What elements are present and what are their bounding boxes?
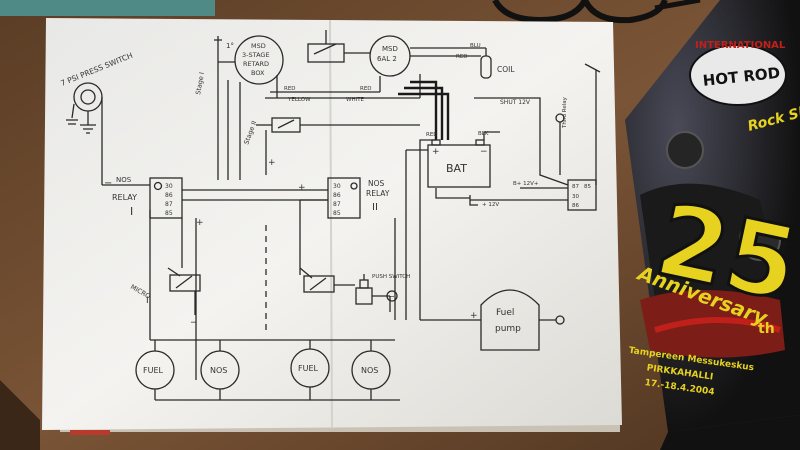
svg-text:FUEL: FUEL [143, 366, 164, 375]
svg-text:87: 87 [165, 201, 173, 208]
minus-sign-switch: − [104, 178, 112, 189]
ignition-coil: COIL [480, 48, 515, 79]
wire-nos-label: NOS [116, 176, 132, 184]
svg-text:86: 86 [572, 203, 579, 209]
table-shadow [0, 380, 40, 450]
relay-1: 30 86 87 85 [149, 177, 183, 219]
svg-text:30: 30 [572, 194, 579, 200]
battery: BAT + − [427, 139, 491, 188]
wire-blu-top: BLU [470, 43, 481, 49]
svg-text:Fuel: Fuel [496, 308, 514, 318]
svg-text:3-STAGE: 3-STAGE [242, 51, 270, 59]
fuel-pump: Fuel pump [480, 289, 540, 351]
stage-1-degree: 1° [226, 42, 234, 50]
red-book-edge [70, 430, 110, 435]
poster-number: 25 [647, 181, 800, 324]
svg-text:87: 87 [333, 201, 341, 208]
svg-text:85: 85 [165, 210, 173, 217]
svg-text:MSD: MSD [382, 45, 398, 53]
wire-white-label: WHITE [346, 97, 365, 103]
svg-text:COIL: COIL [497, 65, 515, 74]
relay-2: 30 86 87 85 [327, 177, 361, 219]
svg-text:86: 86 [333, 192, 341, 199]
svg-text:−: − [480, 147, 488, 157]
plus-mid-2: + [298, 183, 306, 193]
svg-text:−: − [388, 292, 395, 301]
svg-text:+: + [432, 147, 440, 157]
rock-show-poster: INTERNATIONAL HOT ROD Rock Show 25 Anniv… [625, 0, 800, 450]
third-relay-label: Third Relay [562, 96, 568, 129]
wire-yellow-label: YELLOW [287, 97, 311, 103]
plus-mid-3: + [196, 218, 204, 228]
teal-cloth [0, 0, 215, 16]
relay-2-label-nos: NOS [368, 179, 385, 188]
wire-red-top: RED [456, 54, 468, 60]
third-relay: 87 85 30 86 [567, 179, 597, 211]
svg-text:−: − [190, 318, 198, 328]
plus-12v-label: + 12V [482, 202, 499, 208]
relay-1-num: I [130, 205, 133, 218]
fuel-pump-plus: + [470, 311, 478, 321]
poster-title-top: INTERNATIONAL [695, 40, 786, 51]
svg-text:MSD: MSD [251, 42, 266, 50]
relay-2-num: II [372, 202, 378, 213]
svg-text:6AL 2: 6AL 2 [377, 55, 397, 63]
svg-text:85: 85 [333, 210, 341, 217]
relay-1-label: RELAY [112, 193, 137, 202]
pressure-switch [66, 82, 103, 185]
svg-text:30: 30 [165, 183, 173, 190]
svg-text:BAT: BAT [446, 162, 467, 175]
svg-text:86: 86 [165, 192, 173, 199]
plus-mid: + [268, 158, 276, 168]
third-relay-switch [555, 113, 565, 175]
wire-red-label-2: RED [360, 86, 372, 92]
msd-retard-box: MSD 3-STAGE RETARD BOX [234, 35, 284, 85]
poster-th: th [758, 321, 775, 337]
paper-fold [329, 19, 333, 429]
svg-text:RETARD: RETARD [243, 60, 269, 68]
shut-12v-label: SHUT 12V [500, 99, 531, 106]
svg-text:FUEL: FUEL [298, 364, 319, 373]
svg-text:85: 85 [584, 184, 591, 190]
push-switch-label: PUSH SWITCH [372, 274, 410, 280]
svg-text:30: 30 [333, 183, 341, 190]
svg-text:pump: pump [495, 324, 521, 334]
b12v-label: B+ 12V+ [513, 181, 539, 187]
svg-text:87: 87 [572, 184, 579, 190]
svg-text:NOS: NOS [361, 366, 378, 375]
eyeglasses [492, 0, 701, 24]
stage-switch-1-label: Stage I [194, 71, 206, 95]
relay-2-label: RELAY [366, 189, 390, 198]
svg-text:NOS: NOS [210, 366, 227, 375]
micro-switch-2 [299, 267, 335, 293]
wire-red-label: RED [284, 86, 296, 92]
svg-text:BOX: BOX [251, 69, 265, 77]
micro-switch-1: − [167, 267, 201, 328]
bat-red-label: RED [426, 132, 438, 138]
push-switch: − [355, 274, 398, 312]
micro-1-num: I [146, 296, 149, 306]
